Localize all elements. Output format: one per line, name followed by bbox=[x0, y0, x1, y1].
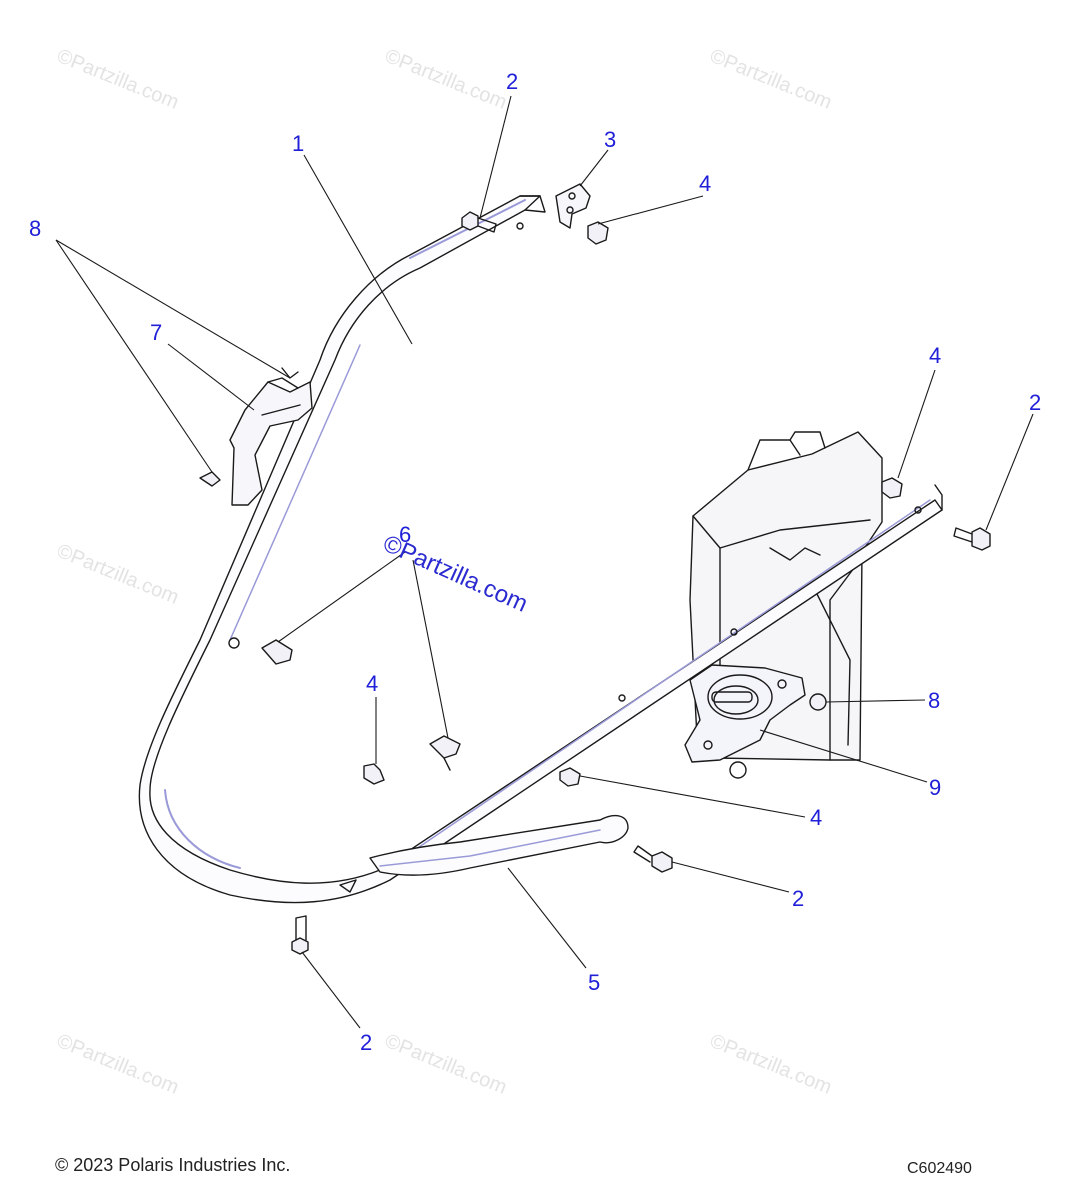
mount-plate bbox=[684, 664, 806, 779]
bracket bbox=[229, 367, 313, 506]
callout-1: 1 bbox=[292, 131, 305, 156]
callout-4: 4 bbox=[810, 805, 823, 830]
callout-6: 6 bbox=[399, 522, 412, 547]
rivet-mid bbox=[429, 735, 461, 771]
callout-2: 2 bbox=[1029, 390, 1042, 415]
bolt-top bbox=[461, 211, 497, 233]
callout-4: 4 bbox=[699, 171, 712, 196]
nut-right bbox=[881, 477, 903, 499]
callout-2: 2 bbox=[360, 1030, 373, 1055]
bolt-bottom bbox=[291, 915, 309, 955]
bolt-mid bbox=[633, 845, 673, 873]
nut-top bbox=[587, 221, 609, 245]
diagram-code: C602490 bbox=[907, 1160, 972, 1177]
callout-3: 3 bbox=[604, 127, 617, 152]
lower-brace bbox=[339, 814, 629, 893]
callout-4: 4 bbox=[929, 343, 942, 368]
clip-bracket bbox=[555, 183, 591, 229]
callout-4: 4 bbox=[366, 671, 379, 696]
callout-2: 2 bbox=[506, 69, 519, 94]
pin-lower bbox=[199, 471, 221, 487]
callout-2: 2 bbox=[792, 886, 805, 911]
callout-8: 8 bbox=[29, 216, 42, 241]
nut-mid bbox=[559, 767, 581, 787]
rivet-left bbox=[261, 639, 293, 665]
nut-left bbox=[363, 763, 385, 785]
callout-7: 7 bbox=[150, 320, 163, 345]
callout-9: 9 bbox=[929, 775, 942, 800]
callout-5: 5 bbox=[588, 970, 601, 995]
frame-tube bbox=[138, 195, 943, 904]
bolt-right bbox=[953, 527, 991, 551]
callout-8: 8 bbox=[928, 688, 941, 713]
plug-right bbox=[809, 693, 827, 711]
copyright-text: © 2023 Polaris Industries Inc. bbox=[55, 1155, 291, 1175]
